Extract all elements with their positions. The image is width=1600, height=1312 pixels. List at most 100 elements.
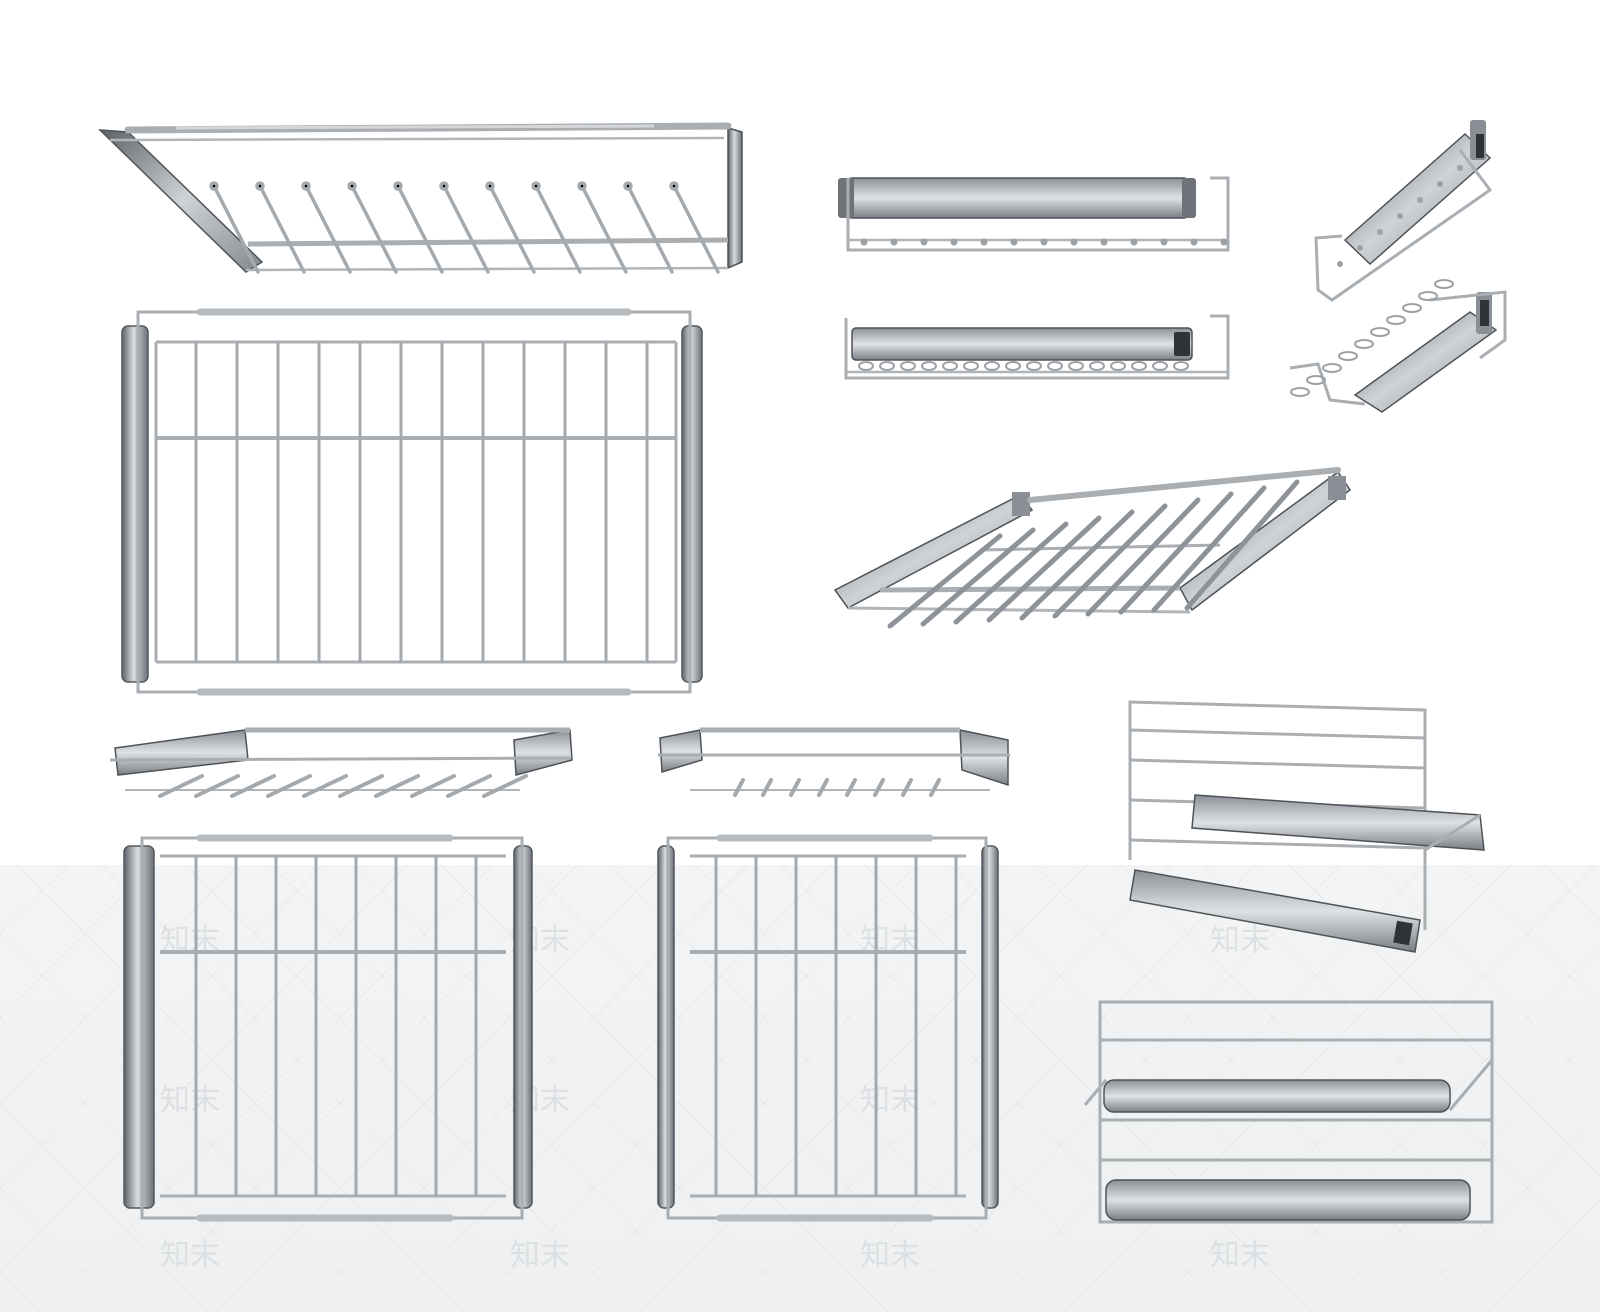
rod-tip — [1070, 238, 1078, 246]
wire-rod — [626, 184, 674, 274]
rod-loop — [1418, 291, 1438, 301]
wire-rod — [338, 774, 384, 798]
rod-tip — [301, 181, 311, 191]
watermark-7: 知末 — [860, 1083, 920, 1118]
wire-rod — [873, 778, 885, 797]
wire-rod — [396, 184, 444, 274]
rod-tip — [531, 181, 541, 191]
wire-rod — [1052, 503, 1168, 619]
trouser-rack-front-view-angled — [844, 314, 1230, 380]
watermark-10: 知末 — [510, 1238, 570, 1273]
trouser-rack-top-view-large — [121, 308, 703, 696]
wire-rod — [789, 778, 801, 797]
rod-loop — [1290, 387, 1310, 397]
rod-loop — [858, 361, 874, 371]
rod-tip — [1377, 229, 1383, 235]
wire-rod — [488, 184, 536, 274]
rod-loop — [942, 361, 958, 371]
rod-loop — [1386, 315, 1406, 325]
rod-tip — [1357, 245, 1363, 251]
wire-rod — [442, 184, 490, 274]
wire-rod — [887, 533, 1003, 629]
watermark-12: 知末 — [1210, 1238, 1270, 1273]
wire-rod — [901, 778, 913, 797]
wire-rod — [1019, 509, 1135, 621]
wire-rod — [350, 184, 398, 274]
wire-rod — [1118, 491, 1234, 615]
rod-tip — [255, 181, 265, 191]
wire-rod — [230, 774, 276, 798]
rod-loop — [1402, 303, 1422, 313]
rod-tip — [890, 238, 898, 246]
wire-rod — [446, 774, 492, 798]
wire-rod — [374, 774, 420, 798]
rod-tip — [1220, 238, 1228, 246]
rod-tip — [1457, 165, 1463, 171]
wire-rod — [1085, 497, 1201, 617]
rod-tip — [577, 181, 587, 191]
rod-loop — [921, 361, 937, 371]
background-top — [0, 0, 1600, 865]
wire-rod — [158, 774, 204, 798]
rod-tip — [1397, 213, 1403, 219]
wire-rod — [482, 774, 528, 798]
wire-rod — [1184, 479, 1300, 611]
watermark-5: 知末 — [160, 1083, 220, 1118]
rod-loop — [1026, 361, 1042, 371]
rod-loop — [1354, 339, 1374, 349]
trouser-rack-side-view-small-angled — [1289, 279, 1507, 413]
wire-rod — [304, 184, 352, 274]
trouser-rack-top-view-medium — [123, 834, 533, 1222]
rod-loop — [1306, 375, 1326, 385]
rod-tip — [439, 181, 449, 191]
wire-rod — [761, 778, 773, 797]
rod-tip — [980, 238, 988, 246]
rod-loop — [1173, 361, 1189, 371]
trouser-rack-perspective-left-small — [658, 727, 1010, 797]
hanger-rack-top-view — [1083, 1000, 1494, 1224]
wire-rod — [817, 778, 829, 797]
rod-tip — [1437, 181, 1443, 187]
watermark-9: 知末 — [160, 1238, 220, 1273]
rod-loop — [1131, 361, 1147, 371]
rod-loop — [1005, 361, 1021, 371]
rod-tip — [485, 181, 495, 191]
rod-loop — [1068, 361, 1084, 371]
rod-loop — [984, 361, 1000, 371]
rod-tip — [950, 238, 958, 246]
rod-tip — [669, 181, 679, 191]
rod-loop — [1047, 361, 1063, 371]
rod-tip — [1010, 238, 1018, 246]
watermark-11: 知末 — [860, 1238, 920, 1273]
rod-tip — [1130, 238, 1138, 246]
trouser-rack-perspective-left — [109, 727, 573, 798]
rod-tip — [347, 181, 357, 191]
wire-rod — [672, 184, 720, 274]
watermark-4: 知末 — [1210, 923, 1270, 958]
rod-loop — [1434, 279, 1454, 289]
wire-rod — [302, 774, 348, 798]
wire-rod — [1151, 485, 1267, 613]
wire-rod — [953, 521, 1069, 625]
rod-tip — [209, 181, 219, 191]
wire-rod — [920, 527, 1036, 627]
wire-rod — [845, 778, 857, 797]
rod-tip — [1100, 238, 1108, 246]
wire-rod — [212, 184, 260, 274]
rod-tip — [1190, 238, 1198, 246]
rod-tip — [623, 181, 633, 191]
rod-tip — [1417, 197, 1423, 203]
rod-tip — [1160, 238, 1168, 246]
rod-tip — [393, 181, 403, 191]
trouser-rack-perspective-right — [833, 467, 1352, 629]
rod-loop — [1370, 327, 1390, 337]
trouser-rack-perspective-top — [98, 122, 743, 274]
rod-tip — [1337, 261, 1343, 267]
rod-loop — [1089, 361, 1105, 371]
rod-tip — [860, 238, 868, 246]
wire-rod — [929, 778, 941, 797]
rod-tip — [1040, 238, 1048, 246]
wire-rod — [733, 778, 745, 797]
trouser-rack-side-view-small — [1314, 120, 1493, 302]
